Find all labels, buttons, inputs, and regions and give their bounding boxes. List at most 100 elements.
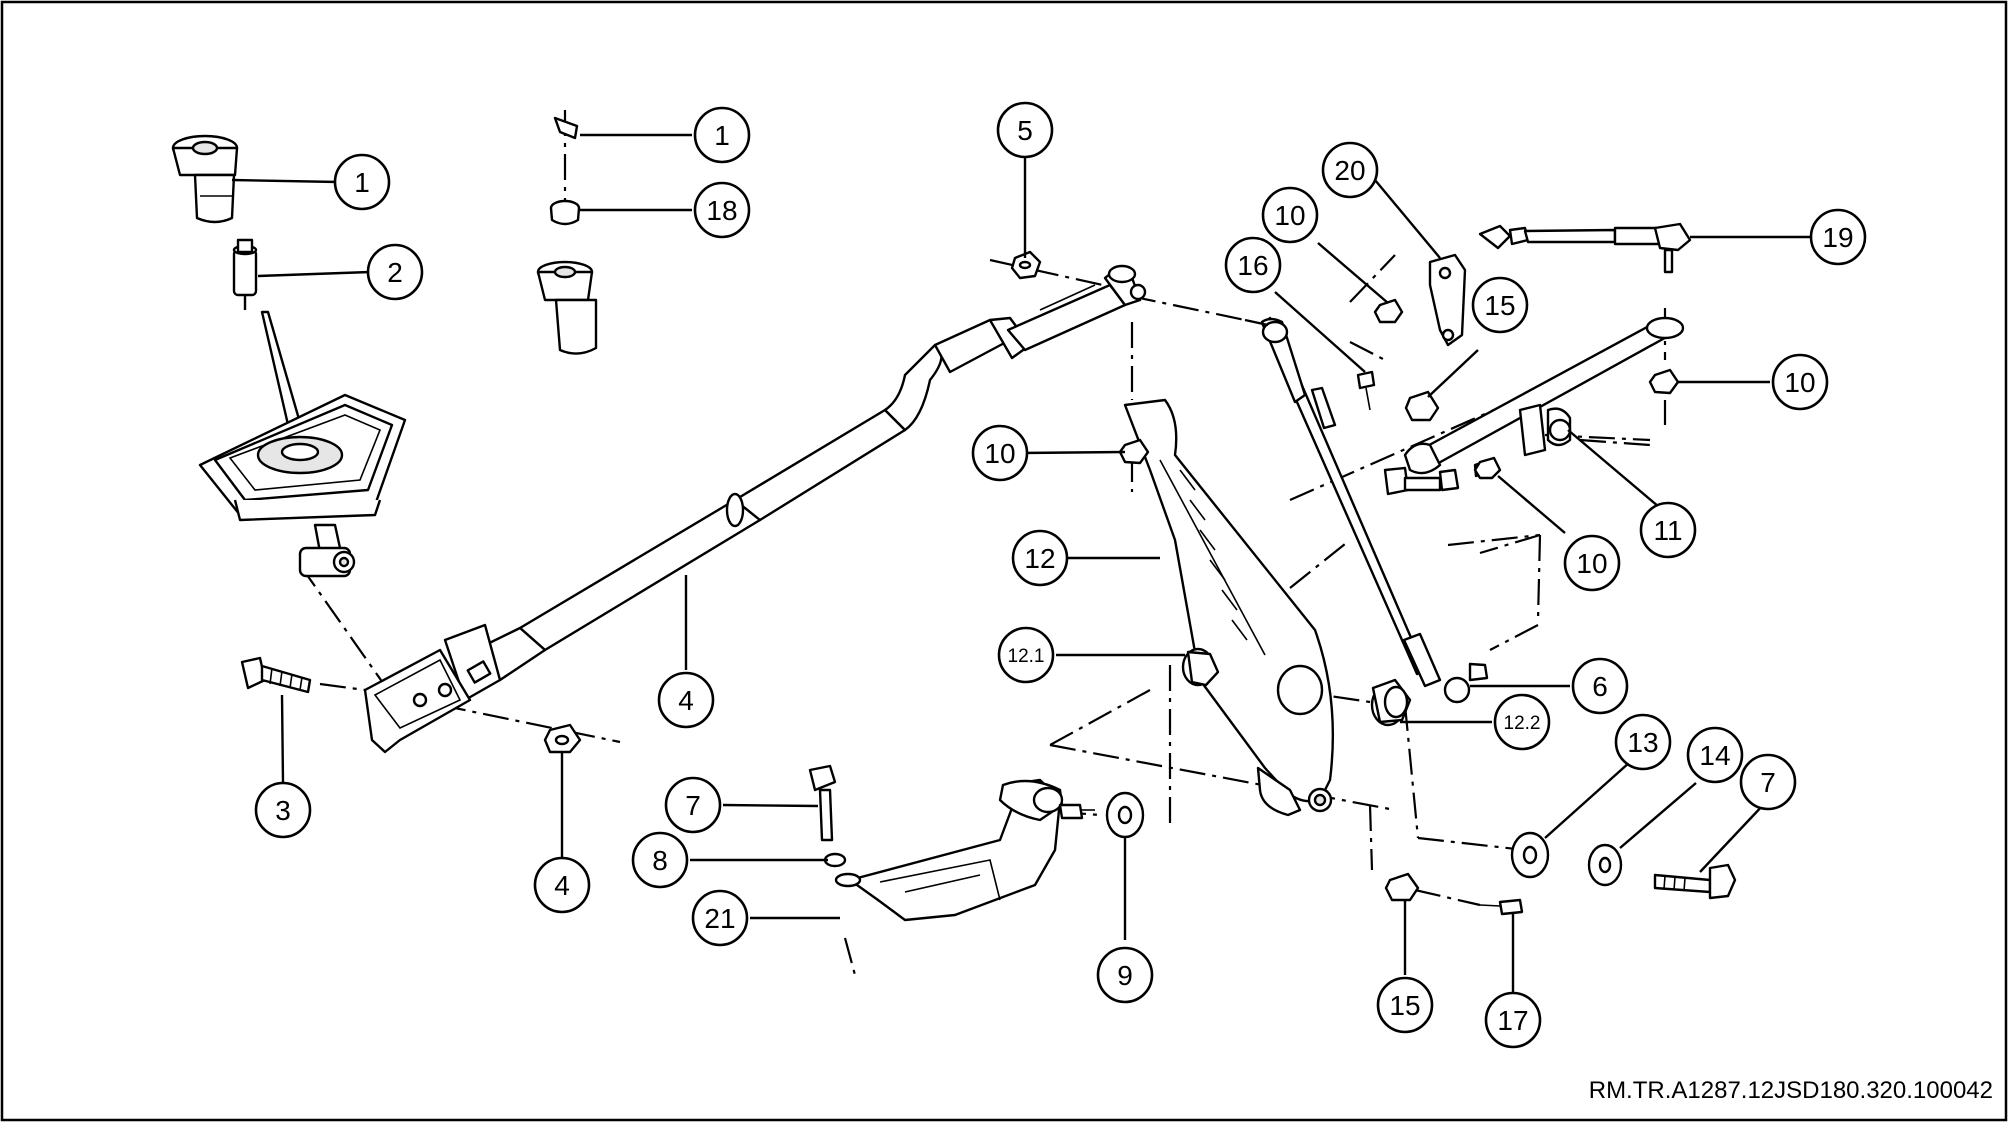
callout-label: 10	[1576, 548, 1607, 579]
callout-circle	[1011, 529, 1069, 587]
callout-label: 1	[354, 167, 370, 198]
callout-5: 5	[996, 101, 1054, 159]
callout-circle	[664, 776, 722, 834]
callout-label: 19	[1822, 222, 1853, 253]
callout-label: 10	[1784, 367, 1815, 398]
washer-part-9	[1105, 791, 1145, 839]
shift-rod-part	[363, 264, 1147, 754]
callout-circle	[533, 856, 591, 914]
callout-8: 8	[631, 831, 689, 889]
callout-4: 4	[533, 856, 591, 914]
callout-circle	[997, 626, 1055, 684]
washer-part-13	[1510, 831, 1550, 879]
callout-label: 2	[387, 257, 403, 288]
callout-15: 15	[1471, 276, 1529, 334]
callout-label: 8	[652, 845, 668, 876]
knob-part-2	[536, 260, 598, 355]
callout-circle	[1571, 657, 1629, 715]
nut-part-10-right	[1648, 368, 1680, 395]
callout-1: 1	[333, 153, 391, 211]
callout-label: 9	[1117, 960, 1133, 991]
callout-circle	[333, 153, 391, 211]
callout-16: 16	[1224, 236, 1282, 294]
callout-18: 18	[693, 181, 751, 239]
screw-part-16	[1356, 370, 1376, 411]
bracket-part-21	[834, 778, 1064, 922]
callout-2: 2	[366, 243, 424, 301]
callout-label: 7	[1760, 767, 1776, 798]
assembly-lines	[299, 110, 1667, 976]
callout-circle	[657, 671, 715, 729]
callout-group: 123445118101212.112.27821920101615191011…	[254, 101, 1867, 1049]
callout-label: 16	[1237, 250, 1268, 281]
rod-part-19	[1478, 222, 1692, 274]
callout-label: 14	[1699, 740, 1730, 771]
callout-10: 10	[1771, 353, 1829, 411]
callout-circle	[971, 424, 1029, 482]
callout-14: 14	[1686, 726, 1744, 784]
callout-circle	[631, 831, 689, 889]
callout-label: 13	[1627, 727, 1658, 758]
callout-12-1: 12.1	[997, 626, 1055, 684]
bracket-part-20	[1428, 253, 1467, 347]
callout-circle	[1321, 141, 1379, 199]
callout-circle	[1809, 208, 1867, 266]
callout-label: 15	[1389, 990, 1420, 1021]
clip-part	[553, 116, 579, 140]
callout-label: 12.2	[1504, 713, 1541, 734]
callout-label: 11	[1653, 515, 1682, 546]
leader-lines	[231, 133, 1810, 995]
callout-21: 21	[691, 889, 749, 947]
callout-11: 11	[1639, 501, 1697, 559]
stud-part	[1058, 803, 1095, 820]
callout-circle	[1224, 236, 1282, 294]
callout-circle	[996, 101, 1054, 159]
callout-circle	[1739, 753, 1797, 811]
callout-label: 15	[1484, 290, 1515, 321]
bushing-part-top	[549, 199, 581, 226]
callout-10: 10	[971, 424, 1029, 482]
callout-circle	[1096, 946, 1154, 1004]
callout-label: 6	[1592, 671, 1608, 702]
bolt-part-7-right	[1653, 863, 1737, 900]
callout-12: 12	[1011, 529, 1069, 587]
lever-part-11	[1383, 316, 1685, 496]
callout-circle	[1471, 276, 1529, 334]
bolt-part-7-left	[808, 764, 837, 842]
gear-lever-housing-part	[198, 310, 407, 578]
callout-4: 4	[657, 671, 715, 729]
callout-label: 7	[685, 790, 701, 821]
callout-9: 9	[1096, 946, 1154, 1004]
callout-label: 17	[1497, 1005, 1528, 1036]
shift-knob-part	[171, 134, 239, 224]
callout-circle	[1484, 991, 1542, 1049]
callout-12-2: 12.2	[1493, 693, 1551, 751]
callout-label: 20	[1334, 155, 1365, 186]
callout-label: 10	[984, 438, 1015, 469]
callout-circle	[693, 181, 751, 239]
callout-10: 10	[1261, 186, 1319, 244]
callout-label: 12.1	[1008, 646, 1045, 667]
callout-label: 10	[1274, 200, 1305, 231]
callout-label: 4	[554, 870, 570, 901]
callout-label: 1	[714, 120, 730, 151]
nut-part-15-lower	[1384, 872, 1420, 902]
callout-7: 7	[1739, 753, 1797, 811]
callout-circle	[1614, 713, 1672, 771]
callout-label: 3	[275, 795, 291, 826]
callout-circle	[1563, 534, 1621, 592]
nut-part-10-lower	[1473, 456, 1502, 480]
callout-13: 13	[1614, 713, 1672, 771]
callout-circle	[1686, 726, 1744, 784]
callout-label: 12	[1024, 543, 1055, 574]
link-rod-part-6	[1244, 316, 1489, 704]
lever-pin-part	[232, 238, 258, 310]
callout-15: 15	[1376, 976, 1434, 1034]
callout-label: 5	[1017, 115, 1033, 146]
support-arm-part-12	[1123, 398, 1335, 817]
callout-7: 7	[664, 776, 722, 834]
callout-label: 4	[678, 685, 694, 716]
washer-part-14	[1587, 843, 1623, 887]
